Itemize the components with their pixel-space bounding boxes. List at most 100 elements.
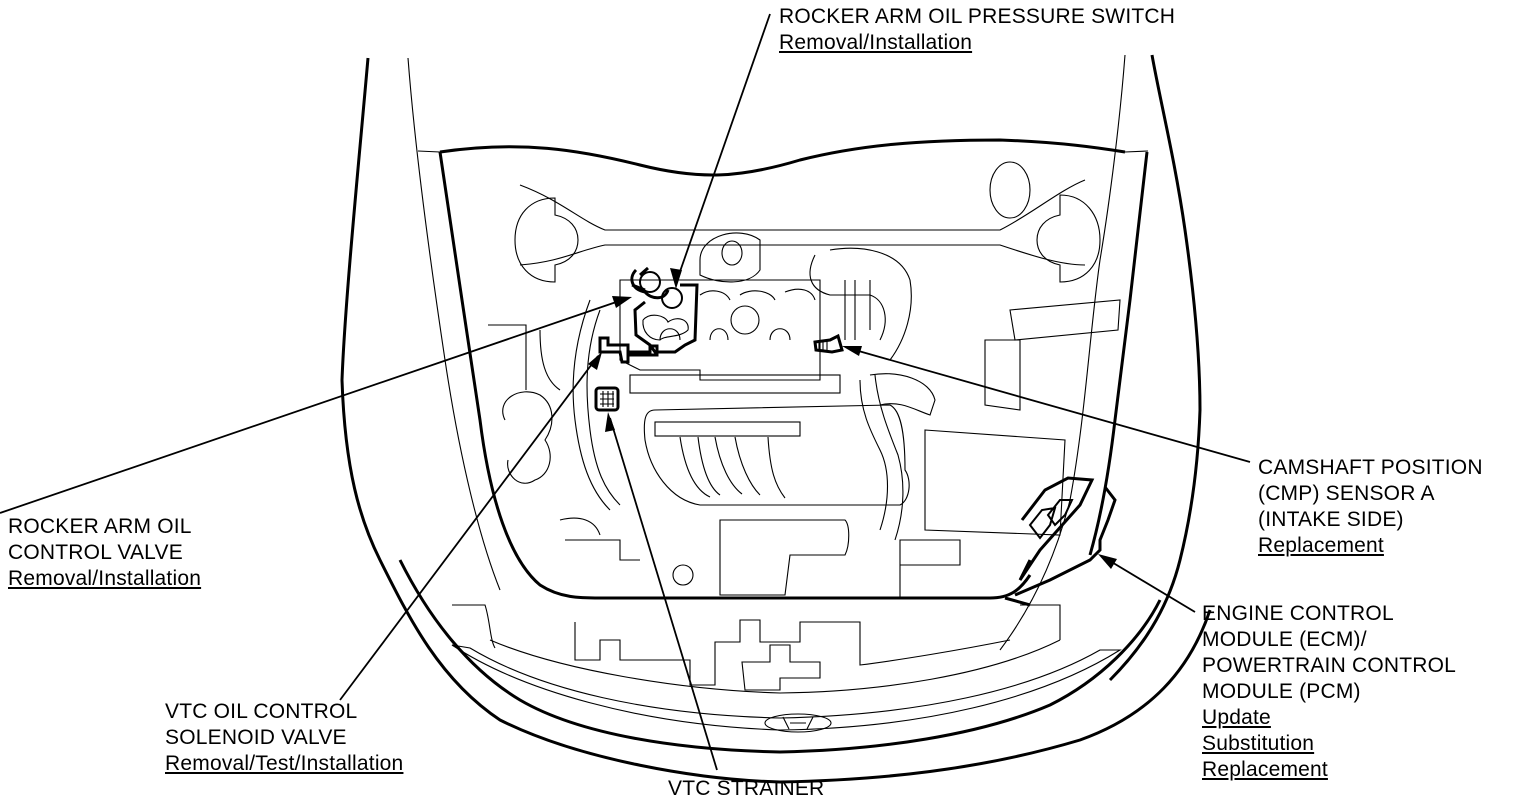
right-fender-inner xyxy=(999,54,1126,651)
highlighted-components xyxy=(594,266,1117,607)
callout-title-line: CONTROL VALVE xyxy=(8,541,183,564)
cowl-top xyxy=(439,138,1126,177)
head-port xyxy=(730,305,760,335)
intake-runners xyxy=(679,436,786,499)
link-removal-installation[interactable]: Removal/Installation xyxy=(779,31,973,54)
vtc-strainer-shape xyxy=(594,386,620,412)
ecm-pcm-bracket xyxy=(1004,486,1117,607)
leader-vtc-strainer xyxy=(609,417,718,771)
air-box-top xyxy=(1009,299,1121,341)
right-strut-cap xyxy=(989,161,1031,219)
bay-right-wall xyxy=(1088,151,1149,556)
rocker-arm-oil-control-valve-body xyxy=(639,271,661,293)
hood-latch xyxy=(741,644,821,691)
radiator-support xyxy=(574,619,1011,686)
engine-bay-components xyxy=(488,161,1121,598)
air-duct xyxy=(869,373,936,416)
grille-frame xyxy=(451,644,1122,731)
cowl-top-thin xyxy=(417,150,1149,153)
link-removal-installation[interactable]: Removal/Installation xyxy=(8,567,202,590)
upper-hose-2 xyxy=(829,247,912,361)
callout-title-line: POWERTRAIN CONTROL xyxy=(1202,654,1457,677)
head-bumps xyxy=(699,288,816,301)
leader-ecm xyxy=(1104,557,1196,613)
rocker-valve-housing xyxy=(633,283,699,354)
callout-title-line: MODULE (ECM)/ xyxy=(1202,628,1367,651)
cmp-sensor-shape xyxy=(813,333,844,354)
left-round xyxy=(502,391,553,484)
callout-title-line: SOLENOID VALVE xyxy=(165,726,347,749)
callout-vtc-strainer: VTC STRAINER xyxy=(668,776,824,802)
car-body-outline xyxy=(340,54,1212,784)
leader-rocker-valve xyxy=(0,297,629,514)
emblem-icon xyxy=(764,713,832,733)
right-strut-tower xyxy=(1036,194,1101,283)
lower-port xyxy=(672,564,694,586)
lower-left-bits xyxy=(559,517,640,561)
battery-area xyxy=(984,339,1021,411)
vtc-strainer-mesh xyxy=(600,391,614,407)
callout-title-line: ENGINE CONTROL xyxy=(1202,602,1394,625)
front-bulkhead xyxy=(452,604,1061,649)
leader-rocker-switch xyxy=(675,13,771,284)
link-substitution[interactable]: Substitution xyxy=(1202,732,1315,755)
grille-inner xyxy=(489,639,1061,694)
callout-title: VTC STRAINER xyxy=(668,777,825,800)
arrowhead-rocker-valve xyxy=(612,296,632,308)
leader-vtc-valve xyxy=(339,355,599,701)
callout-rocker-arm-oil-control-valve: ROCKER ARM OIL CONTROL VALVE Removal/Ins… xyxy=(8,514,201,592)
callout-vtc-oil-control-solenoid-valve: VTC OIL CONTROL SOLENOID VALVE Removal/T… xyxy=(165,699,403,777)
intake-rail xyxy=(654,421,801,437)
lower-intake xyxy=(629,374,841,394)
head-arches xyxy=(659,328,791,341)
ecm-pcm-shape xyxy=(1018,476,1095,581)
right-hoses xyxy=(859,374,904,541)
lower-right-block xyxy=(899,539,961,598)
callout-title-line: MODULE (PCM) xyxy=(1202,680,1361,703)
left-hoses xyxy=(539,299,621,511)
engine-mount-hole xyxy=(721,240,743,266)
bay-front-edge xyxy=(600,574,1032,600)
link-replacement[interactable]: Replacement xyxy=(1258,534,1384,557)
left-rect xyxy=(488,324,527,390)
callout-rocker-arm-oil-pressure-switch: ROCKER ARM OIL PRESSURE SWITCH Removal/I… xyxy=(779,4,1175,56)
emblem-h xyxy=(782,716,814,730)
callout-title-line: VTC OIL CONTROL xyxy=(165,700,358,723)
right-fender-outer xyxy=(1108,54,1202,682)
arrowhead-vtc-strainer xyxy=(605,412,615,432)
bay-left-wall xyxy=(438,151,601,600)
upper-hose xyxy=(809,254,886,341)
callout-title: ROCKER ARM OIL PRESSURE SWITCH xyxy=(779,5,1176,28)
ecm-pcm-connectors xyxy=(1028,499,1074,540)
callout-camshaft-position-sensor: CAMSHAFT POSITION (CMP) SENSOR A (INTAKE… xyxy=(1258,455,1483,559)
air-box xyxy=(924,429,1066,536)
callout-title-line: (CMP) SENSOR A xyxy=(1258,482,1435,505)
arrowhead-ecm xyxy=(1098,554,1117,569)
link-update[interactable]: Update xyxy=(1202,706,1271,729)
left-fender-inner xyxy=(407,57,501,591)
callout-title-line: (INTAKE SIDE) xyxy=(1258,508,1404,531)
rocker-valve-details xyxy=(642,314,689,341)
bumper-lower xyxy=(398,559,1162,754)
cmp-sensor-threads xyxy=(818,341,828,351)
vtc-solenoid-shape xyxy=(598,336,659,364)
link-removal-test-installation[interactable]: Removal/Test/Installation xyxy=(165,752,404,775)
callout-title-line: CAMSHAFT POSITION xyxy=(1258,456,1483,479)
hose-lines xyxy=(844,280,871,340)
leader-lines xyxy=(0,13,1251,771)
intake-plenum xyxy=(643,404,910,506)
left-strut-tower xyxy=(514,197,579,283)
strut-bar-lower xyxy=(519,244,1086,266)
leader-cmp xyxy=(847,347,1251,463)
engine-mount xyxy=(699,232,761,283)
lower-center-block xyxy=(719,519,850,596)
callout-ecm-pcm: ENGINE CONTROL MODULE (ECM)/ POWERTRAIN … xyxy=(1202,601,1456,783)
left-fender-outer xyxy=(340,57,1212,784)
callout-title-line: ROCKER ARM OIL xyxy=(8,515,192,538)
arrowhead-cmp xyxy=(842,346,862,356)
rocker-arm-oil-pressure-switch-shape xyxy=(661,287,683,309)
arrowhead-rocker-switch xyxy=(670,268,682,289)
arrowhead-vtc-valve xyxy=(588,352,602,370)
link-replacement[interactable]: Replacement xyxy=(1202,758,1328,781)
